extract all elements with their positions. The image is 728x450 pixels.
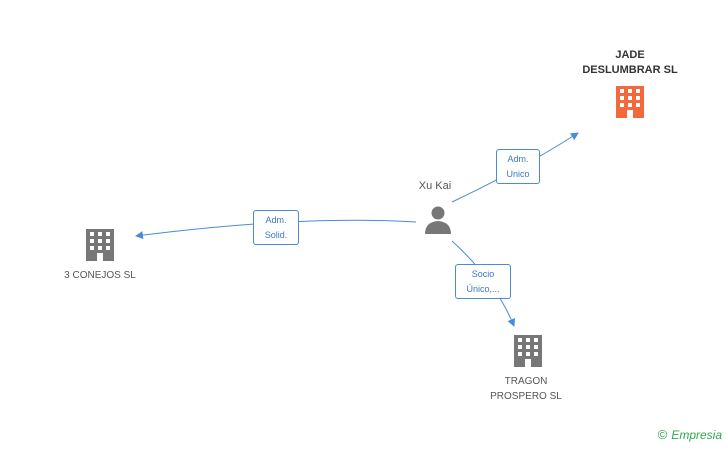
relation-jade-line2: Unico bbox=[506, 169, 530, 179]
relation-label-tragon[interactable]: Socio Único,... bbox=[455, 264, 511, 299]
building-icon[interactable] bbox=[616, 86, 644, 118]
relation-tragon-line1: Socio bbox=[471, 269, 495, 279]
brand-name: Empresia bbox=[671, 428, 722, 442]
relation-conejos-line2: Solid. bbox=[264, 230, 288, 240]
building-icon[interactable] bbox=[86, 229, 114, 261]
company-tragon-line2: PROSPERO SL bbox=[490, 391, 562, 402]
building-icon[interactable] bbox=[514, 335, 542, 367]
company-jade-line2: DESLUMBRAR SL bbox=[582, 64, 678, 76]
brand-logo: ©Empresia bbox=[658, 427, 722, 442]
company-conejos-label[interactable]: 3 CONEJOS SL bbox=[40, 268, 160, 283]
person-icon[interactable] bbox=[425, 206, 451, 235]
relation-conejos-line1: Adm. bbox=[265, 215, 287, 225]
company-conejos-line1: 3 CONEJOS SL bbox=[64, 270, 136, 281]
company-tragon-label[interactable]: TRAGON PROSPERO SL bbox=[470, 374, 582, 404]
copyright-icon: © bbox=[657, 427, 668, 442]
company-jade-label[interactable]: JADE DESLUMBRAR SL bbox=[565, 48, 695, 78]
person-name[interactable]: Xu Kai bbox=[418, 180, 452, 192]
relation-jade-line1: Adm. bbox=[507, 154, 529, 164]
company-jade-line1: JADE bbox=[615, 49, 645, 61]
company-tragon-line1: TRAGON bbox=[504, 376, 548, 387]
relation-label-jade[interactable]: Adm. Unico bbox=[496, 149, 540, 184]
relation-tragon-line2: Único,... bbox=[466, 284, 500, 294]
relation-label-conejos[interactable]: Adm. Solid. bbox=[253, 210, 299, 245]
